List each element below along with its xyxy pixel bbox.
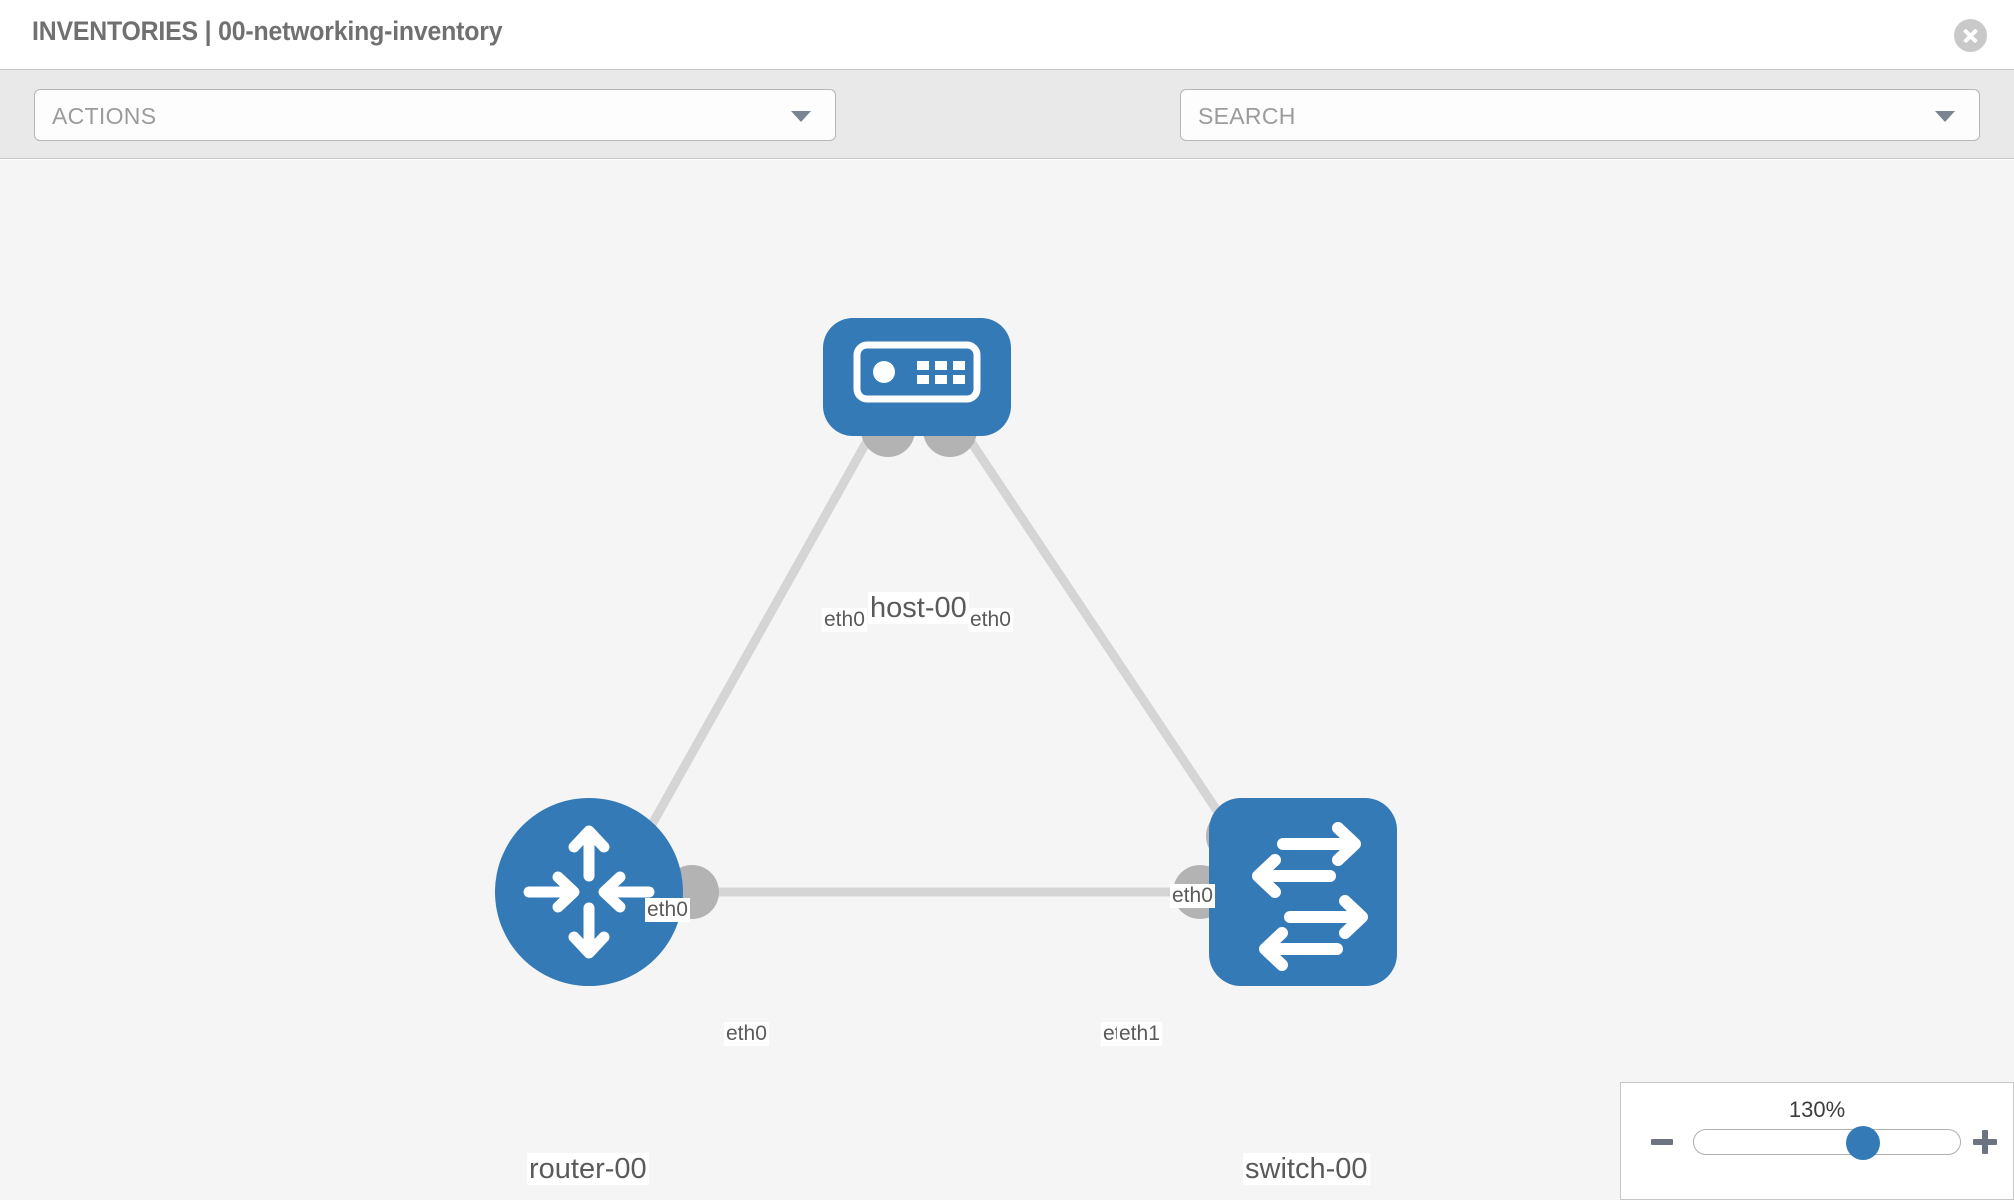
router-icon — [523, 825, 655, 959]
edge-host-router — [628, 415, 884, 863]
zoom-in-button[interactable] — [1973, 1130, 1997, 1154]
page-title: INVENTORIES | 00-networking-inventory — [32, 16, 503, 46]
interface-label-host-left: eth0 — [822, 608, 867, 633]
edge-host-switch — [951, 415, 1254, 863]
node-host-00 — [823, 318, 1011, 436]
close-icon[interactable] — [1954, 19, 1987, 52]
search-placeholder: SEARCH — [1198, 103, 1296, 129]
actions-dropdown-label: ACTIONS — [52, 103, 157, 129]
node-switch-00 — [1209, 798, 1397, 986]
zoom-slider-thumb[interactable] — [1846, 1126, 1880, 1160]
topology-connectors — [665, 403, 1260, 919]
chevron-down-icon[interactable] — [1935, 111, 1955, 122]
topology-canvas[interactable]: eth0 host-00 eth0 eth0 eth0 eth0 eth0 et… — [0, 160, 2014, 1200]
switch-node-shape — [1209, 798, 1397, 986]
zoom-out-button[interactable] — [1651, 1139, 1673, 1145]
switch-icon — [1252, 822, 1368, 971]
chevron-down-icon — [791, 111, 811, 122]
actions-dropdown[interactable]: ACTIONS — [34, 89, 836, 141]
toolbar: ACTIONS SEARCH — [0, 69, 2014, 191]
zoom-control-panel: 130% — [1620, 1082, 2014, 1200]
topology-graph — [495, 318, 1397, 986]
node-label-router-00: router-00 — [527, 1153, 649, 1186]
zoom-slider-track[interactable] — [1693, 1126, 1961, 1160]
node-label-switch-00: switch-00 — [1243, 1153, 1370, 1186]
interface-label-router-up: eth0 — [645, 898, 690, 923]
interface-label-router-right: eth0 — [724, 1022, 769, 1047]
zoom-level-label: 130% — [1788, 1097, 1846, 1122]
search-input[interactable]: SEARCH — [1180, 89, 1980, 141]
interface-label-switch-left-b: eth1 — [1117, 1022, 1162, 1047]
node-label-host-00: host-00 — [868, 592, 969, 625]
topology-edges — [628, 415, 1254, 897]
page-header: INVENTORIES | 00-networking-inventory — [0, 0, 2014, 69]
router-node-shape — [495, 798, 683, 986]
interface-label-switch-up: eth0 — [1170, 884, 1215, 909]
node-router-00 — [495, 798, 683, 986]
server-icon — [853, 341, 981, 403]
interface-label-host-right: eth0 — [968, 608, 1013, 633]
